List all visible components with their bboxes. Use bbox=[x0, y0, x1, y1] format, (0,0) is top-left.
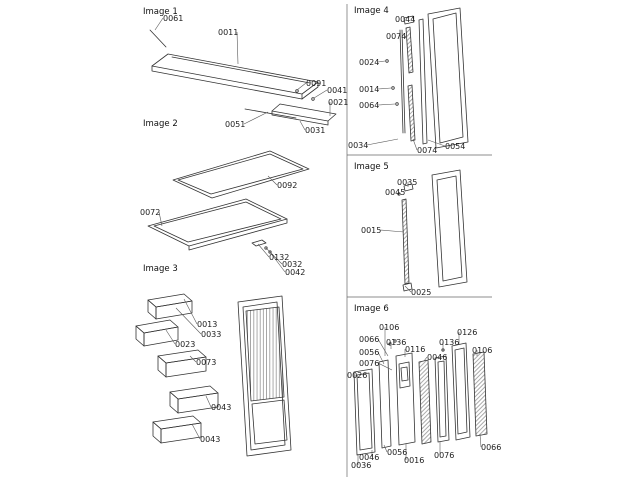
part-number-label: 0136 bbox=[439, 338, 460, 347]
callout-leader-lines bbox=[154, 17, 482, 465]
part-number-label: 0021 bbox=[328, 98, 349, 107]
panel-title-image-5: Image 5 bbox=[354, 162, 389, 172]
image4-door-trim-drawing bbox=[385, 7, 469, 149]
image1-shelf-assembly-drawing bbox=[149, 29, 337, 126]
part-number-label: 0136 bbox=[386, 338, 407, 347]
part-number-label: 0074 bbox=[386, 32, 407, 41]
panel-title-image-1: Image 1 bbox=[143, 7, 178, 17]
image2-gasket-shelf-drawing bbox=[147, 150, 310, 254]
part-number-label: 0051 bbox=[225, 120, 246, 129]
part-number-label: 0074 bbox=[417, 146, 438, 155]
part-number-label: 0106 bbox=[472, 346, 493, 355]
part-number-label: 0043 bbox=[211, 403, 232, 412]
part-number-label: 0045 bbox=[385, 188, 406, 197]
part-number-label: 0024 bbox=[359, 58, 380, 67]
part-number-label: 0072 bbox=[140, 208, 161, 217]
part-number-label: 0056 bbox=[387, 448, 408, 457]
part-number-label: 0033 bbox=[201, 330, 222, 339]
part-number-label: 0043 bbox=[200, 435, 221, 444]
part-number-label: 0064 bbox=[359, 101, 380, 110]
part-number-label: 0034 bbox=[348, 141, 369, 150]
part-number-label: 0073 bbox=[196, 358, 217, 367]
part-number-label: 0126 bbox=[457, 328, 478, 337]
part-number-label: 0011 bbox=[218, 28, 239, 37]
part-number-label: 0036 bbox=[351, 461, 372, 470]
part-number-label: 0054 bbox=[445, 142, 466, 151]
panel-title-image-3: Image 3 bbox=[143, 264, 178, 274]
part-number-label: 0044 bbox=[395, 15, 416, 24]
part-number-label: 0076 bbox=[359, 359, 380, 368]
part-number-label: 0032 bbox=[282, 260, 303, 269]
part-number-label: 0016 bbox=[404, 456, 425, 465]
part-number-label: 0023 bbox=[175, 340, 196, 349]
part-number-label: 0132 bbox=[269, 253, 290, 262]
part-number-label: 0041 bbox=[327, 86, 348, 95]
part-number-label: 0116 bbox=[405, 345, 426, 354]
part-number-label: 0092 bbox=[277, 181, 298, 190]
part-number-label: 0061 bbox=[163, 14, 184, 23]
part-number-label: 0066 bbox=[359, 335, 380, 344]
part-number-label: 0066 bbox=[481, 443, 502, 452]
part-number-label: 0026 bbox=[347, 371, 368, 380]
part-number-label: 0076 bbox=[434, 451, 455, 460]
part-number-label: 0025 bbox=[411, 288, 432, 297]
panel-title-image-2: Image 2 bbox=[143, 119, 178, 129]
part-number-label: 0035 bbox=[397, 178, 418, 187]
part-number-label: 0106 bbox=[379, 323, 400, 332]
part-number-label: 0014 bbox=[359, 85, 380, 94]
part-number-label: 0091 bbox=[306, 79, 327, 88]
part-number-label: 0031 bbox=[305, 126, 326, 135]
panel-dividers bbox=[346, 4, 492, 477]
part-number-label: 0046 bbox=[427, 353, 448, 362]
part-number-label: 0015 bbox=[361, 226, 382, 235]
part-number-label: 0046 bbox=[359, 453, 380, 462]
image3-door-and-bins-drawing bbox=[135, 293, 292, 457]
part-number-label: 0056 bbox=[359, 348, 380, 357]
panel-title-image-4: Image 4 bbox=[354, 6, 389, 16]
image5-door-trim-drawing bbox=[397, 169, 468, 292]
image6-exploded-door-drawing bbox=[353, 339, 488, 456]
part-number-label: 0042 bbox=[285, 268, 306, 277]
panel-title-image-6: Image 6 bbox=[354, 304, 389, 314]
part-number-label: 0013 bbox=[197, 320, 218, 329]
